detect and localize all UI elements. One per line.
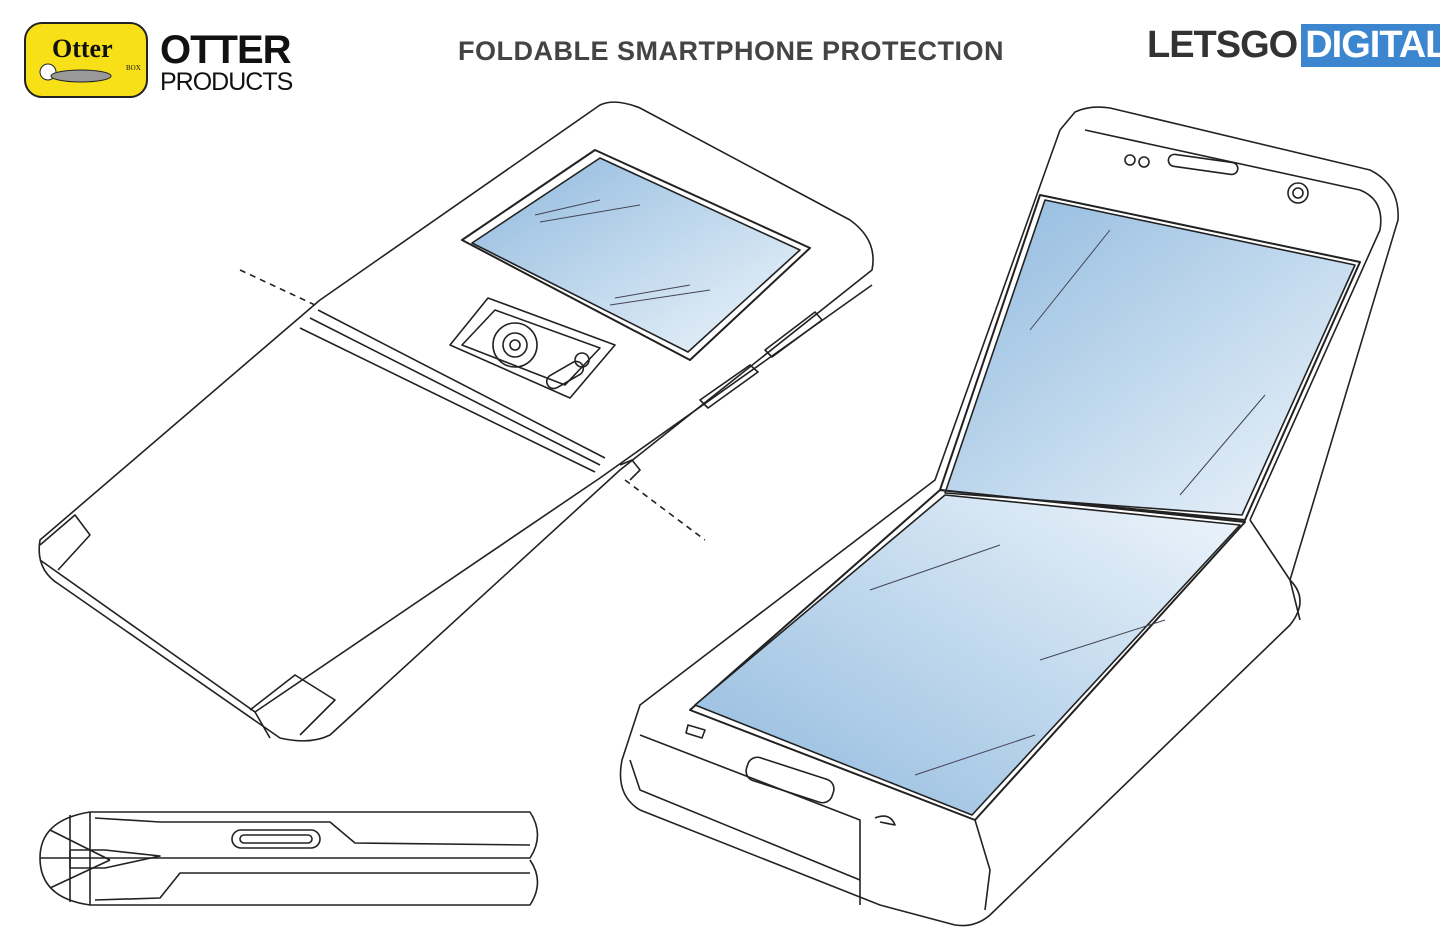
phone-open-view [619, 106, 1399, 927]
otter-products-line1: OTTER [160, 28, 292, 72]
otterbox-logo-sub: BOX [126, 64, 141, 72]
otter-icon [39, 63, 112, 83]
otterbox-logo-word: Otter [52, 34, 113, 63]
phone-back-view [38, 101, 874, 742]
letsgo-logo-part2: DIGITAL [1301, 24, 1440, 67]
otter-products-line2: PRODUCTS [160, 68, 293, 96]
page-title: FOLDABLE SMARTPHONE PROTECTION [458, 36, 1004, 66]
otter-products-logo: OTTER PRODUCTS [160, 28, 293, 96]
letsgo-logo-part1: LETSGO [1147, 24, 1298, 66]
otterbox-logo: Otter BOX [24, 22, 148, 98]
phone-side-view [39, 811, 539, 906]
letsgodigital-logo: LETSGO DIGITAL [1147, 24, 1440, 67]
